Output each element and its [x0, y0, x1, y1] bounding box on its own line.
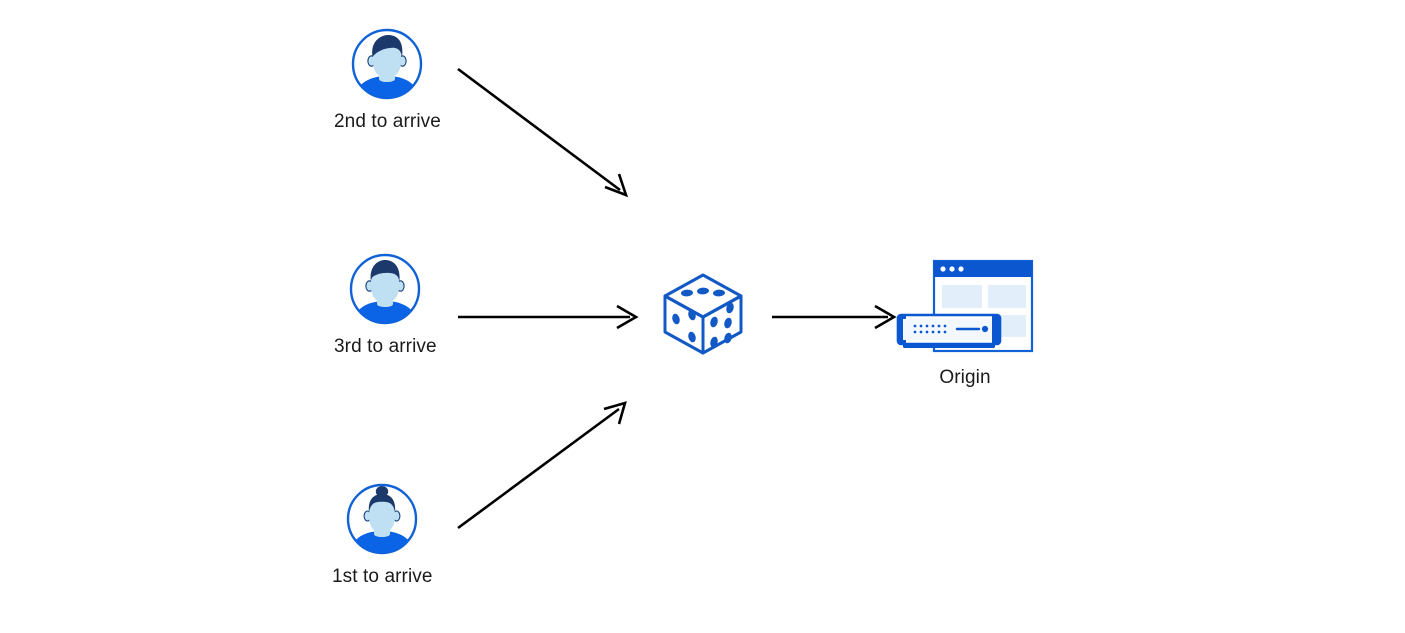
server-vent-dots — [913, 324, 947, 334]
user-avatar-icon — [344, 481, 420, 557]
edge-1st-to-dice — [457, 401, 627, 530]
node-label-visitor-3rd: 3rd to arrive — [334, 336, 437, 357]
node-label-visitor-1st: 1st to arrive — [332, 566, 433, 587]
dice-right-pips — [710, 302, 734, 348]
dice-left-pips — [672, 309, 696, 343]
node-label-origin: Origin — [939, 367, 991, 388]
user-avatar-icon — [349, 26, 425, 102]
origin-server-icon — [895, 258, 1035, 358]
edge-2nd-to-dice — [457, 67, 629, 198]
node-origin-server[interactable]: Origin — [895, 258, 1035, 390]
edge-dice-to-origin — [772, 304, 897, 330]
node-visitor-2nd[interactable]: 2nd to arrive — [334, 26, 441, 134]
node-label-visitor-2nd: 2nd to arrive — [334, 111, 441, 132]
node-random-selector[interactable] — [657, 268, 749, 360]
dice-top-pips — [681, 287, 725, 297]
dice-icon — [657, 268, 749, 360]
node-visitor-1st[interactable]: 1st to arrive — [332, 481, 433, 589]
server-led-icon — [981, 325, 989, 333]
user-avatar-icon — [347, 251, 423, 327]
server-appliance-icon — [896, 313, 1002, 348]
edge-3rd-to-dice — [458, 304, 639, 330]
node-visitor-3rd[interactable]: 3rd to arrive — [334, 251, 437, 359]
